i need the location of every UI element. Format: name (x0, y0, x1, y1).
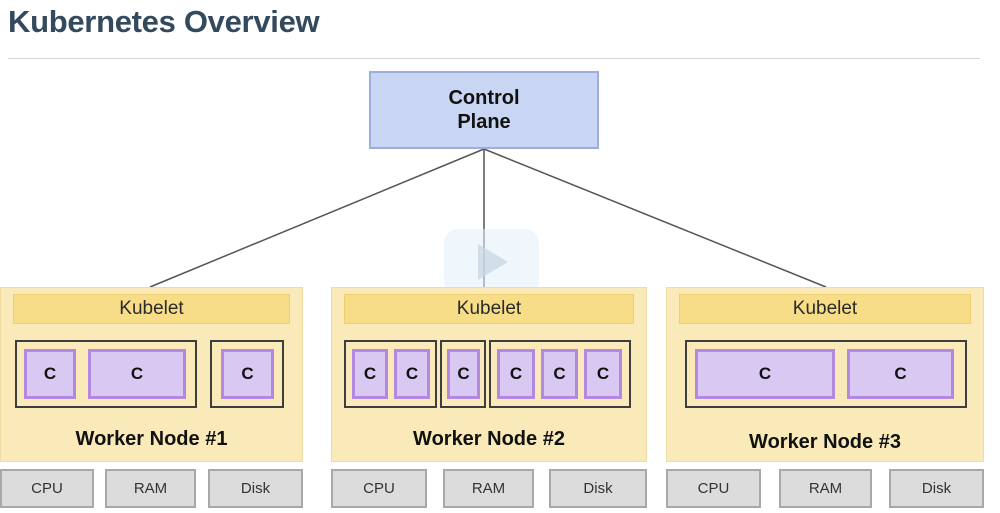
resource-ram-node-2: RAM (443, 469, 534, 508)
container: C (352, 349, 388, 399)
control-plane-label-line1: Control (448, 87, 520, 109)
worker-node-1: Kubelet C C C Worker Node #1 (0, 287, 303, 462)
pod: C C (15, 340, 197, 408)
control-plane-box: Control Plane (369, 71, 599, 149)
worker-node-2: Kubelet C C C C C C Worker Node #2 (331, 287, 647, 462)
worker-node-label: Worker Node #3 (749, 431, 901, 453)
edge-control-to-node-1 (149, 148, 485, 288)
pod: C (440, 340, 486, 408)
container: C (695, 349, 835, 399)
worker-node-3: Kubelet C C Worker Node #3 (666, 287, 984, 462)
kubelet-bar: Kubelet (679, 294, 971, 324)
kubelet-bar: Kubelet (344, 294, 634, 324)
pod: C C C (489, 340, 631, 408)
pod: C C (344, 340, 437, 408)
resource-disk-node-3: Disk (889, 469, 984, 508)
play-icon (477, 244, 508, 280)
worker-node-label: Worker Node #2 (413, 428, 565, 450)
pod: C C (685, 340, 967, 408)
resource-cpu-node-2: CPU (331, 469, 427, 508)
container: C (497, 349, 535, 399)
worker-node-label: Worker Node #1 (75, 428, 228, 450)
resource-ram-node-1: RAM (105, 469, 196, 508)
resource-cpu-node-1: CPU (0, 469, 94, 508)
container: C (847, 349, 954, 399)
play-button[interactable] (444, 229, 539, 295)
container: C (221, 349, 274, 399)
resource-cpu-node-3: CPU (666, 469, 761, 508)
container: C (24, 349, 76, 399)
container: C (88, 349, 186, 399)
edge-control-to-node-3 (483, 148, 827, 288)
kubelet-bar: Kubelet (13, 294, 290, 324)
title-divider (8, 58, 980, 59)
resource-ram-node-3: RAM (779, 469, 872, 508)
container: C (541, 349, 578, 399)
pod: C (210, 340, 284, 408)
resource-disk-node-1: Disk (208, 469, 303, 508)
resource-disk-node-2: Disk (549, 469, 647, 508)
control-plane-label-line2: Plane (457, 111, 511, 133)
page-title: Kubernetes Overview (8, 4, 320, 39)
container: C (447, 349, 480, 399)
container: C (394, 349, 430, 399)
container: C (584, 349, 622, 399)
